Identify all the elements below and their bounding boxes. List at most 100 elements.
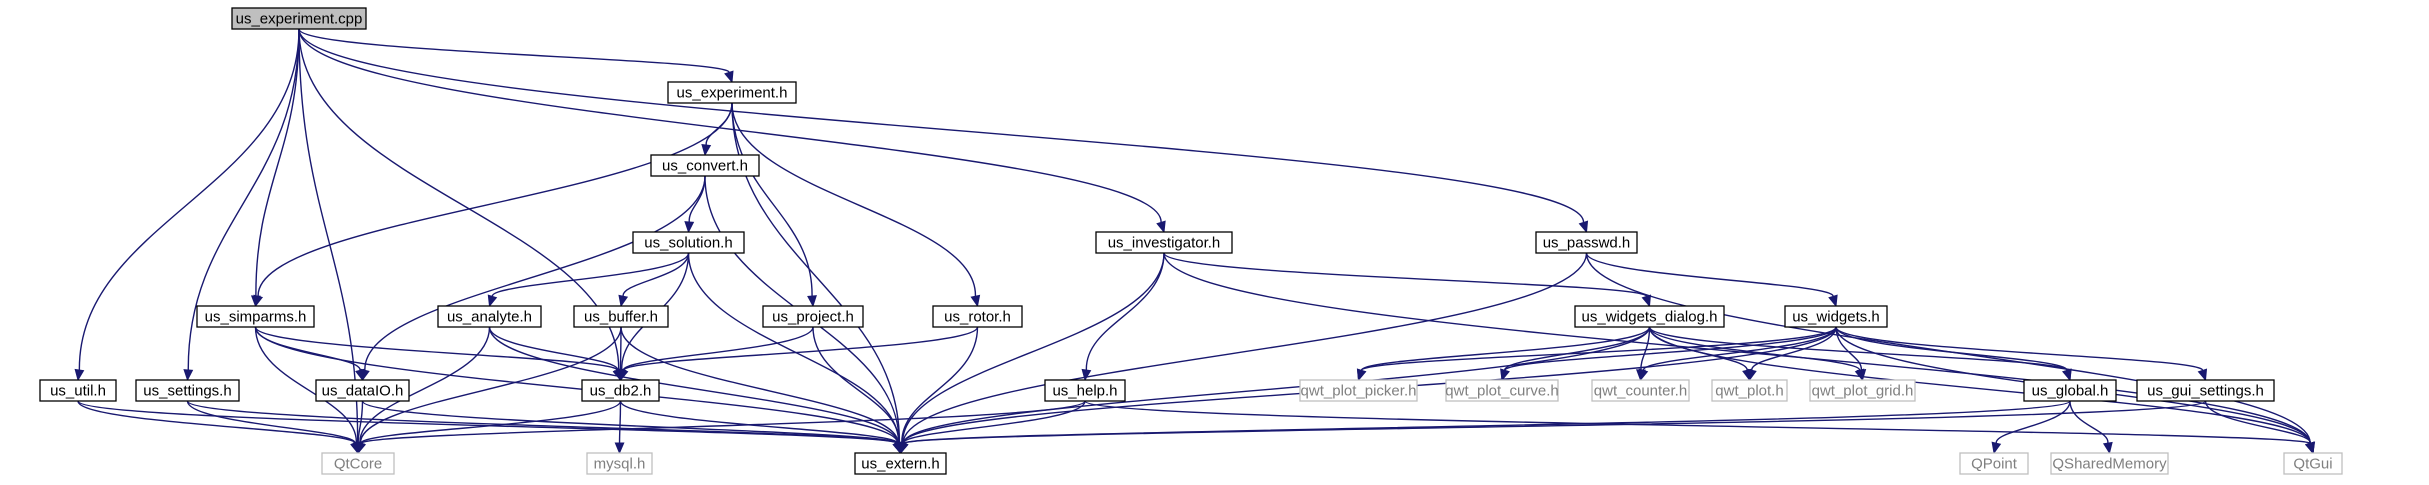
edge-us_experiment_h-to-us_simparms_h: [257, 102, 733, 297]
node-box: [2050, 452, 2169, 475]
node-us_experiment_cpp[interactable]: us_experiment.cpp: [231, 7, 367, 30]
node-label: QtCore: [334, 456, 382, 473]
node-box: [2023, 379, 2117, 402]
node-label: qwt_plot_grid.h: [1812, 383, 1914, 400]
edge-us_simparms_h-to-us_dataIO_h: [254, 326, 361, 371]
node-us_widgets_h[interactable]: us_widgets.h: [1784, 305, 1888, 328]
arrowhead-us_widgets_h-to-us_global_h: [2062, 368, 2072, 382]
node-box: [581, 379, 660, 402]
node-box: [586, 452, 653, 475]
node-label: us_settings.h: [143, 383, 231, 400]
edge-us_help_h-to-QtCore: [360, 400, 1086, 445]
node-us_global_h[interactable]: us_global.h: [2023, 379, 2117, 402]
node-us_buffer_h[interactable]: us_buffer.h: [573, 305, 669, 328]
node-us_widgets_dialog_h[interactable]: us_widgets_dialog.h: [1574, 305, 1725, 328]
edge-us_buffer_h-to-QtCore: [359, 326, 622, 444]
edge-us_experiment_h-to-us_project_h: [731, 102, 813, 297]
edge-us_experiment_cpp-to-us_util_h: [78, 28, 300, 371]
node-us_solution_h[interactable]: us_solution.h: [632, 231, 745, 254]
node-label: qwt_plot_curve.h: [1445, 383, 1558, 400]
node-us_util_h[interactable]: us_util.h: [39, 379, 117, 402]
node-box: [632, 231, 745, 254]
node-us_convert_h[interactable]: us_convert.h: [650, 154, 760, 177]
node-box: [1535, 231, 1638, 254]
node-label: us_dataIO.h: [322, 383, 404, 400]
edge-us_solution_h-to-us_buffer_h: [622, 252, 690, 297]
edge-us_util_h-to-QtCore: [77, 400, 356, 445]
edge-us_dataIO_h-to-QtCore: [357, 400, 364, 444]
node-label: us_project.h: [772, 309, 854, 326]
node-label: us_help.h: [1052, 383, 1117, 400]
node-label: us_experiment.h: [677, 85, 788, 102]
nodes-layer: us_experiment.cpp us_experiment.h us_conve…: [39, 7, 2343, 475]
edge-us_help_h-to-QtGui: [1084, 400, 2311, 445]
edge-us_widgets_h-to-qwt_plot_picker_h: [1360, 326, 1837, 372]
node-us_project_h[interactable]: us_project.h: [762, 305, 864, 328]
edge-us_db2_h-to-us_extern_h: [619, 400, 899, 445]
edge-us_widgets_h-to-us_gui_settings_h: [1835, 326, 2204, 372]
node-label: us_experiment.cpp: [236, 11, 363, 28]
node-box: [1095, 231, 1233, 254]
edge-us_passwd_h-to-us_widgets_h: [1585, 252, 1834, 298]
node-QSharedMemory: QSharedMemory: [2050, 452, 2169, 475]
edge-us_analyte_h-to-us_db2_h: [488, 326, 619, 371]
edge-us_simparms_h-to-us_db2_h: [254, 326, 619, 372]
edge-us_gui_settings_h-to-us_extern_h: [902, 400, 2207, 445]
node-us_analyte_h[interactable]: us_analyte.h: [437, 305, 542, 328]
edge-us_simparms_h-to-QtCore: [254, 326, 358, 444]
node-us_experiment_h[interactable]: us_experiment.h: [667, 81, 797, 104]
node-us_help_h[interactable]: us_help.h: [1044, 379, 1126, 402]
node-qwt_counter_h: qwt_counter.h: [1591, 379, 1690, 402]
node-box: [854, 452, 947, 475]
node-label: QSharedMemory: [2052, 456, 2167, 473]
edge-us_db2_h-to-QtCore: [360, 400, 622, 445]
node-label: us_widgets_dialog.h: [1582, 309, 1718, 326]
edge-us_gui_settings_h-to-QtGui: [2204, 400, 2312, 444]
node-label: us_util.h: [50, 383, 106, 400]
edge-us_experiment_cpp-to-QtCore: [298, 28, 359, 444]
node-label: us_passwd.h: [1543, 235, 1631, 252]
node-box: [1574, 305, 1725, 328]
node-box: [1299, 379, 1418, 402]
node-us_dataIO_h[interactable]: us_dataIO.h: [315, 379, 410, 402]
node-us_simparms_h[interactable]: us_simparms.h: [196, 305, 315, 328]
edge-us_buffer_h-to-us_extern_h: [620, 326, 899, 444]
arrowhead-us_experiment_h-to-us_convert_h: [701, 143, 712, 157]
edge-us_widgets_h-to-qwt_counter_h: [1642, 326, 1837, 372]
node-box: [762, 305, 864, 328]
node-us_rotor_h[interactable]: us_rotor.h: [932, 305, 1023, 328]
node-mysql_h: mysql.h: [586, 452, 653, 475]
arrowhead-us_passwd_h-to-us_widgets_h: [1828, 294, 1838, 308]
node-label: us_widgets.h: [1792, 309, 1880, 326]
node-label: QtGui: [2293, 456, 2332, 473]
node-label: us_rotor.h: [944, 309, 1011, 326]
node-box: [135, 379, 240, 402]
node-us_settings_h[interactable]: us_settings.h: [135, 379, 240, 402]
node-label: QPoint: [1971, 456, 2018, 473]
node-box: [315, 379, 410, 402]
node-us_db2_h[interactable]: us_db2.h: [581, 379, 660, 402]
arrowhead-us_experiment_cpp-to-us_settings_h: [183, 369, 194, 382]
node-box: [196, 305, 315, 328]
node-box: [2283, 452, 2343, 475]
edge-us_passwd_h-to-us_extern_h: [902, 252, 1588, 444]
node-box: [1784, 305, 1888, 328]
node-us_gui_settings_h[interactable]: us_gui_settings.h: [2136, 379, 2275, 402]
node-us_extern_h[interactable]: us_extern.h: [854, 452, 947, 475]
node-us_investigator_h[interactable]: us_investigator.h: [1095, 231, 1233, 254]
edge-us_experiment_h-to-us_rotor_h: [731, 102, 977, 297]
arrowhead-us_global_h-to-QSharedMemory: [2102, 441, 2113, 455]
node-box: [2136, 379, 2275, 402]
arrowhead-us_widgets_h-to-qwt_plot_grid_h: [1856, 369, 1867, 382]
node-us_passwd_h[interactable]: us_passwd.h: [1535, 231, 1638, 254]
arrowhead-us_widgets_h-to-qwt_plot_picker_h: [1356, 368, 1367, 382]
edge-us_global_h-to-QSharedMemory: [2069, 400, 2109, 444]
node-box: [573, 305, 669, 328]
edge-us_project_h-to-us_extern_h: [812, 326, 900, 444]
node-qwt_plot_grid_h: qwt_plot_grid.h: [1809, 379, 1916, 402]
arrowhead-us_widgets_h-to-qwt_plot_h: [1747, 368, 1757, 382]
edge-us_widgets_dialog_h-to-QtGui: [1648, 326, 2311, 444]
node-label: us_convert.h: [662, 158, 748, 175]
node-box: [667, 81, 797, 104]
